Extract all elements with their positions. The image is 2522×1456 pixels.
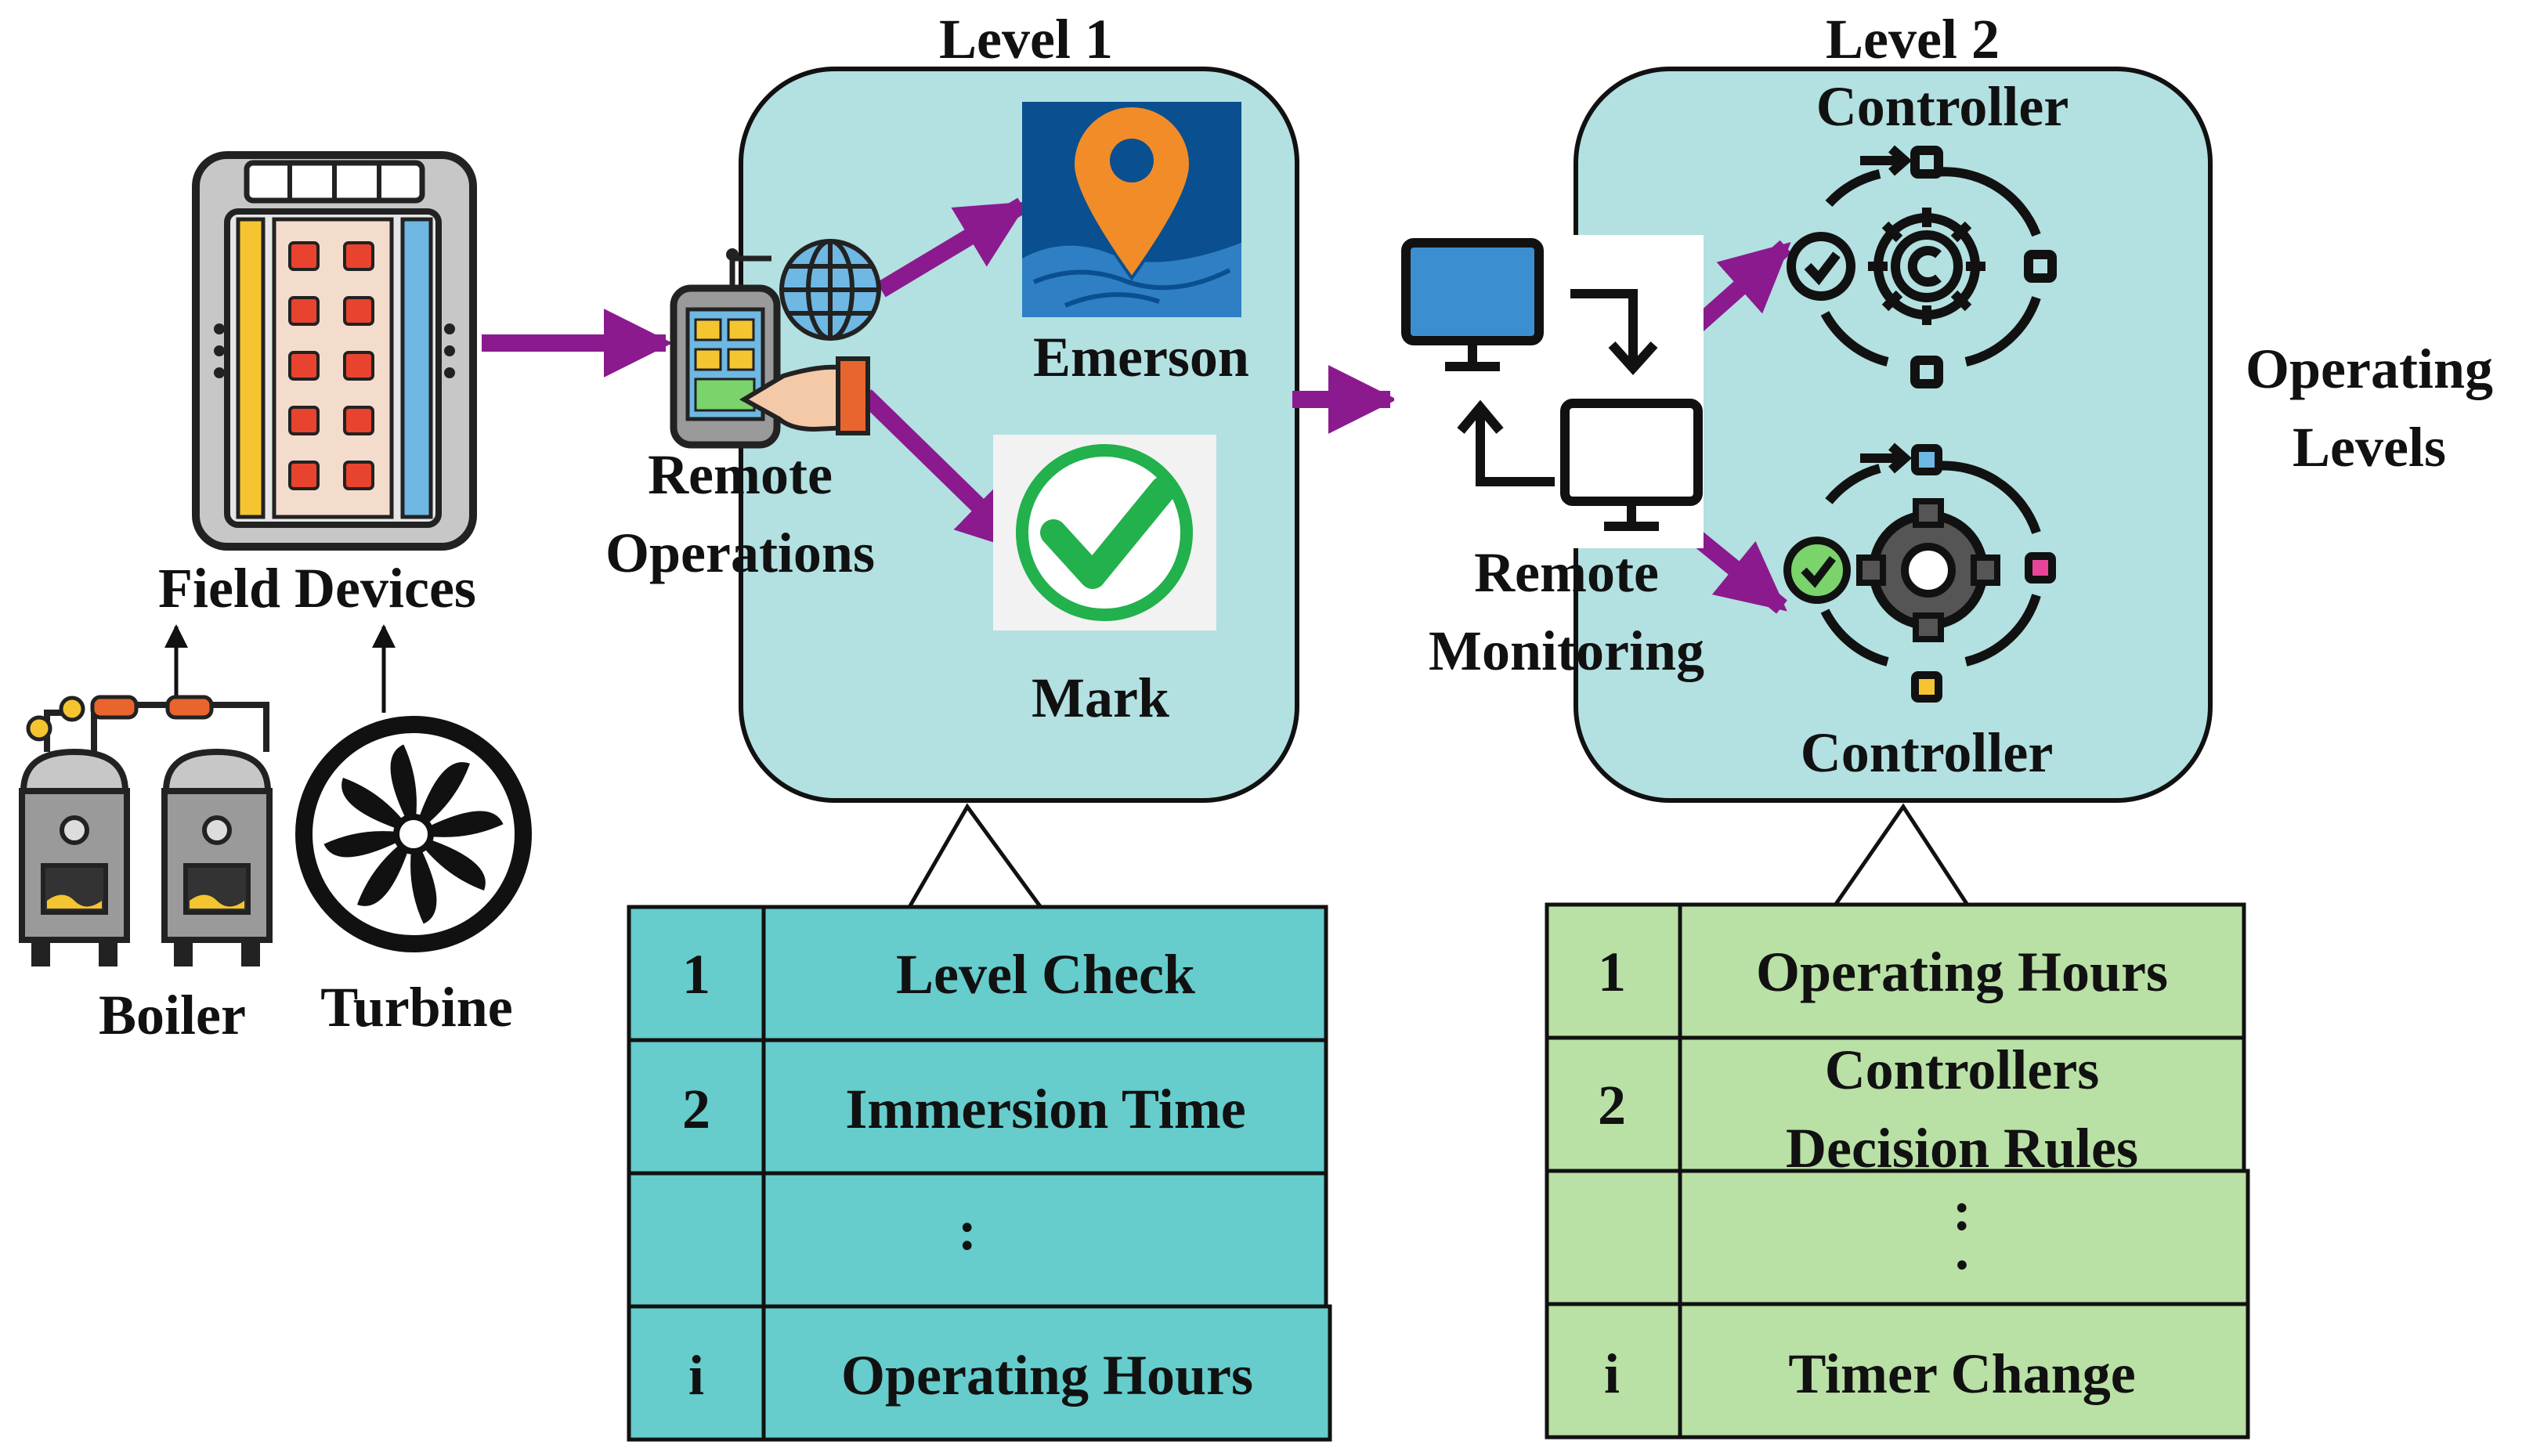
emerson-label: Emerson bbox=[1033, 326, 1249, 388]
field-devices-label: Field Devices bbox=[158, 557, 476, 620]
remote-operations-label-line2: Operations bbox=[605, 522, 875, 584]
level2-table: 1 Operating Hours 2 Controllers Decision… bbox=[1545, 902, 2250, 1440]
field-device-icon bbox=[192, 151, 477, 551]
remote-monitoring-label-line2: Monitoring bbox=[1429, 620, 1704, 682]
remote-operations-label-line1: Remote bbox=[648, 443, 833, 506]
level2-row-2-item-line2: Decision Rules bbox=[1786, 1117, 2138, 1180]
level2-row-3 bbox=[1545, 1169, 2250, 1306]
phone-icon bbox=[670, 248, 870, 449]
emerson-logo-icon bbox=[1022, 102, 1241, 317]
operating-levels-label-line2: Levels bbox=[2293, 416, 2446, 479]
level1-row-4-index: i bbox=[688, 1344, 704, 1407]
monitor-white-icon bbox=[1560, 399, 1703, 531]
level1-row-1-item: Level Check bbox=[896, 943, 1195, 1006]
globe-icon bbox=[779, 239, 881, 341]
level1-table: 1 Level Check 2 Immersion Time : i Opera… bbox=[627, 905, 1332, 1442]
level2-row-2-item-line1: Controllers bbox=[1825, 1039, 2100, 1101]
controller-bottom-icon bbox=[1783, 443, 2056, 703]
level2-row-4-index: i bbox=[1604, 1342, 1620, 1405]
level1-row-4-item: Operating Hours bbox=[841, 1344, 1253, 1407]
remote-ops-to-emerson-arrow bbox=[876, 197, 1028, 298]
boiler-icon bbox=[19, 695, 273, 966]
controller-top-label: Controller bbox=[1816, 75, 2069, 138]
monitor-blue-icon bbox=[1401, 238, 1544, 371]
level2-row-2-index: 2 bbox=[1598, 1074, 1626, 1136]
level2-row-1-item: Operating Hours bbox=[1756, 941, 2168, 1003]
level2-row-3-item: : bbox=[1953, 1180, 1971, 1242]
mark-label: Mark bbox=[1032, 667, 1169, 729]
level2-row-4-item: Timer Change bbox=[1788, 1342, 2135, 1405]
turbine-icon bbox=[295, 716, 532, 952]
level1-row-3-item: : bbox=[958, 1199, 977, 1262]
controller-top-icon bbox=[1787, 145, 2057, 388]
operating-levels-label-line1: Operating bbox=[2246, 338, 2493, 400]
remote-monitoring-label-line1: Remote bbox=[1474, 541, 1659, 604]
level2-callout bbox=[1830, 803, 1972, 910]
checkmark-icon bbox=[993, 435, 1216, 630]
level2-title: Level 2 bbox=[1826, 8, 2000, 70]
boiler-label: Boiler bbox=[99, 984, 246, 1046]
level1-callout bbox=[906, 803, 1044, 910]
level2-row-4 bbox=[1545, 1302, 2250, 1440]
level2-row-1-index: 1 bbox=[1598, 941, 1626, 1003]
turbine-label: Turbine bbox=[320, 976, 512, 1039]
sync-arrows-icon bbox=[1457, 289, 1658, 486]
controller-bottom-label: Controller bbox=[1801, 721, 2054, 784]
level2-row-1 bbox=[1545, 902, 2246, 1040]
level1-row-2-index: 2 bbox=[682, 1078, 710, 1140]
level1-row-2-item: Immersion Time bbox=[845, 1078, 1245, 1140]
level1-row-3 bbox=[627, 1171, 1328, 1309]
level2-row-3-item-dot2: . bbox=[1955, 1219, 1969, 1281]
level1-title: Level 1 bbox=[939, 8, 1113, 70]
level1-row-1-index: 1 bbox=[682, 943, 710, 1006]
level1-row-4 bbox=[627, 1304, 1332, 1442]
